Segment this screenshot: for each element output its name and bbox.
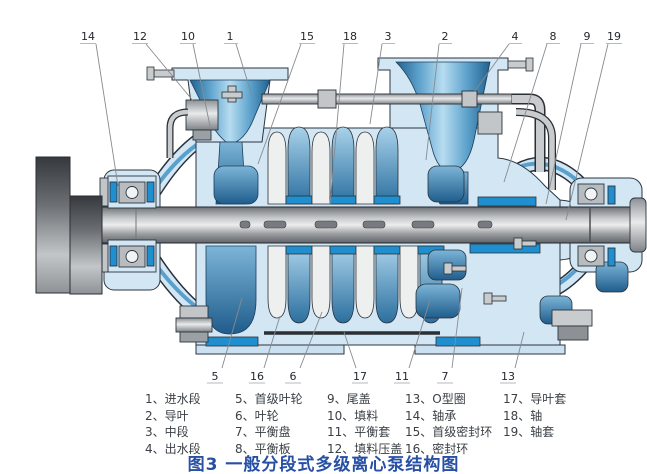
ball-bearing-upper [118, 181, 146, 204]
legend-item: 5、首级叶轮 [235, 392, 303, 406]
callout-6: 6 [290, 370, 297, 383]
callout-18: 18 [343, 30, 357, 43]
shaft-end-cap [629, 197, 647, 253]
legend-item: 2、导叶 [145, 408, 189, 423]
legend-item: 12、填料压盖 [327, 441, 403, 456]
legend-item: 9、尾盖 [327, 392, 371, 406]
right-bearing-assembly [577, 183, 647, 267]
seal-water-pipe [166, 108, 189, 158]
figure-caption: 图3 一般分段式多级离心泵结构图 [187, 455, 460, 474]
legend-column-5: 17、导叶套 18、轴 19、轴套 [503, 391, 566, 441]
callout-10: 10 [181, 30, 195, 43]
pump-shaft [99, 206, 641, 244]
drain-plug-left [175, 305, 213, 343]
shaft-coupling [35, 156, 103, 295]
callout-17: 17 [353, 370, 367, 383]
balance-sleeve [415, 283, 461, 319]
flow-passages [189, 61, 491, 335]
studs-and-vents [146, 57, 537, 305]
legend-item: 8、平衡板 [235, 441, 291, 456]
legend-item: 17、导叶套 [503, 392, 567, 406]
callout-19: 19 [607, 30, 621, 43]
callout-15: 15 [300, 30, 314, 43]
callout-8: 8 [550, 30, 557, 43]
callout-numbers: 14 12 10 1 15 18 3 2 4 8 9 19 5 16 6 17 … [81, 30, 621, 383]
callout-2: 2 [442, 30, 449, 43]
callout-underlines [80, 43, 622, 384]
left-bearing-assembly [99, 175, 157, 273]
legend-item: 10、填料 [327, 408, 379, 423]
ball-bearing-right-upper [577, 183, 605, 205]
legend-item: 11、平衡套 [327, 425, 391, 439]
legend-item: 13、O型圈 [405, 392, 466, 406]
first-stage-impeller-bottom [205, 245, 257, 335]
legend-item: 3、中段 [145, 425, 189, 439]
ball-bearing-lower [118, 245, 146, 268]
legend-item: 4、出水段 [145, 441, 201, 456]
legend-item: 1、进水段 [145, 392, 201, 406]
legend-item: 15、首级密封环 [405, 425, 493, 439]
callout-16: 16 [250, 370, 264, 383]
legend-column-2: 5、首级叶轮 6、叶轮 7、平衡盘 8、平衡板 [235, 391, 303, 457]
legend-item: 18、轴 [503, 408, 543, 423]
legend-column-1: 1、进水段 2、导叶 3、中段 4、出水段 [145, 391, 201, 457]
callout-3: 3 [385, 30, 392, 43]
legend-item: 6、叶轮 [235, 408, 279, 423]
callout-13: 13 [501, 370, 515, 383]
pipe-union-1 [317, 89, 337, 109]
stuffing-box-right [551, 309, 593, 341]
callout-4: 4 [512, 30, 519, 43]
bottom-pad-left [205, 336, 259, 347]
callout-14: 14 [81, 30, 95, 43]
pipe-union-2 [461, 90, 478, 108]
parts-legend: 1、进水段 2、导叶 3、中段 4、出水段 5、首级叶轮 6、叶轮 7、平衡盘 … [0, 391, 647, 456]
pipe-bracket [477, 111, 503, 135]
legend-item: 7、平衡盘 [235, 425, 291, 439]
legend-column-4: 13、O型圈 14、轴承 15、首级密封环 16、密封环 [405, 391, 492, 457]
callout-12: 12 [133, 30, 147, 43]
leader-lines [95, 43, 609, 369]
ball-bearing-right-lower [577, 245, 605, 267]
bottom-pad-right [435, 336, 481, 347]
first-stage-impeller-top [213, 165, 259, 205]
legend-item: 14、轴承 [405, 408, 457, 423]
stage-row-upper [267, 126, 401, 205]
legend-item: 19、轴套 [503, 425, 555, 439]
callout-5: 5 [212, 370, 219, 383]
shaft-keyways [239, 220, 493, 229]
legend-item: 16、密封环 [405, 441, 469, 456]
legend-column-3: 9、尾盖 10、填料 11、平衡套 12、填料压盖 [327, 391, 402, 457]
callout-7: 7 [442, 370, 449, 383]
callout-9: 9 [584, 30, 591, 43]
callout-11: 11 [395, 370, 409, 383]
callout-1: 1 [227, 30, 234, 43]
